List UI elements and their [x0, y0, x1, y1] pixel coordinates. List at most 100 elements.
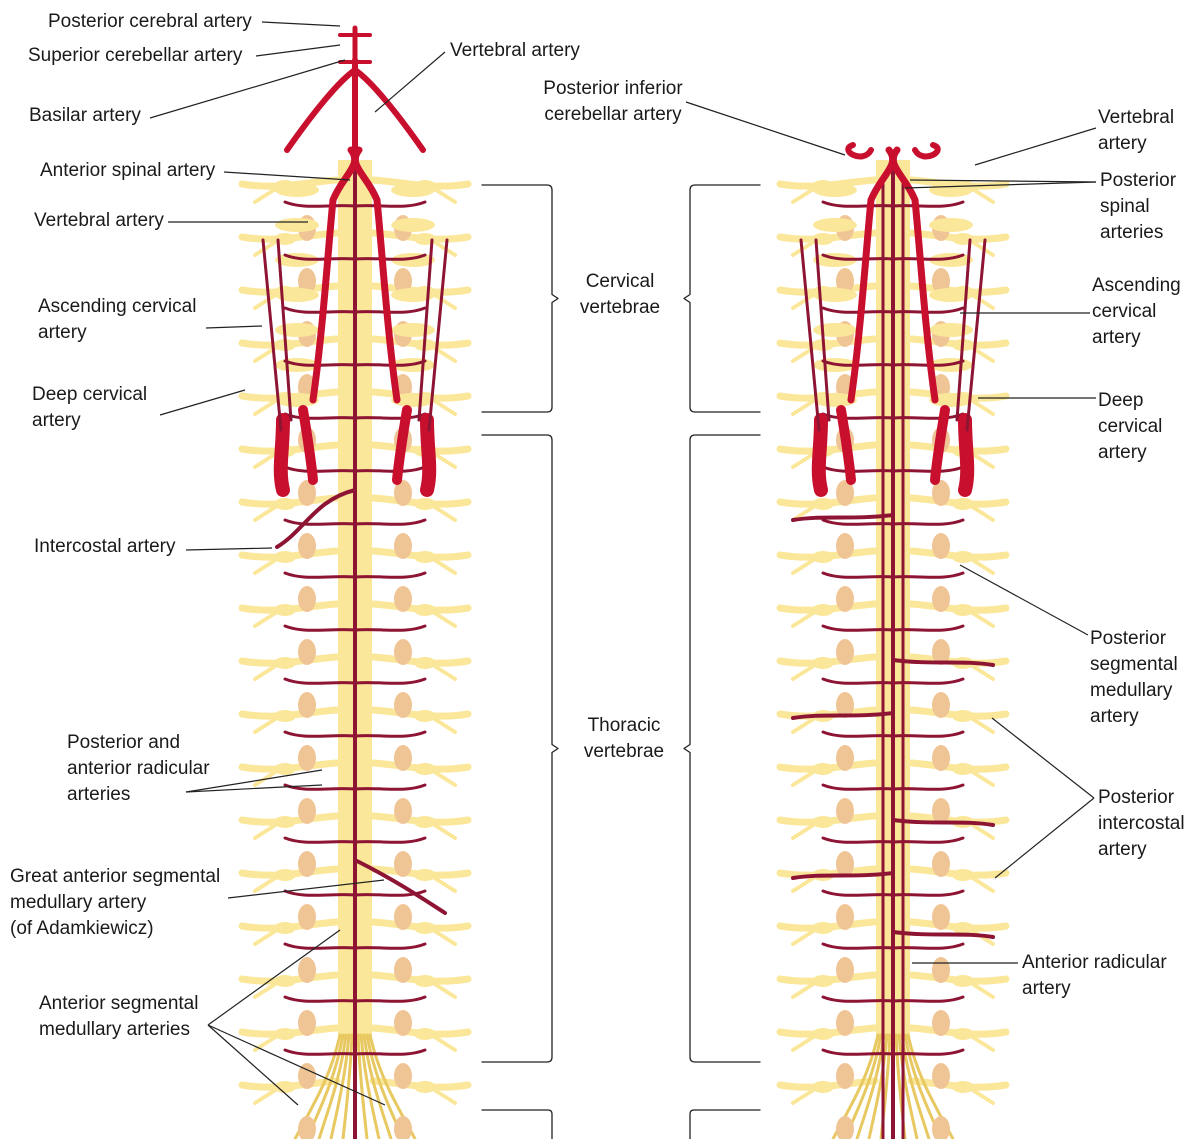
- leader-deep-cervical-artery-left: [160, 390, 245, 415]
- ganglion: [812, 551, 834, 563]
- vertebral-body: [836, 1010, 854, 1036]
- label-anterior-radicular-line: Anterior radicular: [1022, 952, 1167, 973]
- vertebral-body: [394, 904, 412, 930]
- ganglion: [414, 975, 436, 987]
- vertebral-body: [932, 1116, 950, 1139]
- leader-intercostal-artery: [186, 548, 272, 550]
- label-great-anterior-segmental-line: medullary artery: [10, 892, 147, 913]
- vertebral-origin: [841, 410, 851, 480]
- vertebral-body: [836, 851, 854, 877]
- nerve-root-branch: [433, 1036, 455, 1050]
- nerve-root-branch: [971, 1089, 993, 1103]
- label-posterior-segmental-medullary-line: artery: [1090, 706, 1139, 727]
- vertebral-body: [932, 1063, 950, 1089]
- transverse-process: [929, 218, 973, 232]
- cervical-bracket-left: [482, 185, 558, 412]
- nerve-root-branch: [971, 294, 993, 308]
- label-posterior-inferior-cerebellar: Posterior inferior cerebellar artery: [543, 78, 683, 125]
- thoracic-bracket-right: [684, 435, 760, 1062]
- label-posterior-inferior-cerebellar-line: cerebellar artery: [544, 104, 682, 125]
- label-posterior-segmental-medullary-line: medullary: [1090, 680, 1173, 701]
- nerve-root-branch: [433, 294, 455, 308]
- ganglion: [414, 551, 436, 563]
- pica-stub: [915, 145, 938, 156]
- vertebral-body: [836, 639, 854, 665]
- label-deep-cervical-artery-left: Deep cervicalartery: [32, 384, 147, 431]
- transverse-process: [391, 218, 435, 232]
- ganglion: [812, 657, 834, 669]
- label-anterior-segmental-medullary-line: Anterior segmental: [39, 993, 198, 1014]
- ganglion: [952, 1081, 974, 1093]
- ganglion: [812, 922, 834, 934]
- nerve-root-branch: [255, 188, 277, 202]
- transverse-process: [391, 323, 435, 337]
- leader-posterior-intercostal: [995, 798, 1094, 878]
- vertebral-body: [836, 745, 854, 771]
- nerve-root-branch: [793, 1089, 815, 1103]
- ganglion: [414, 1081, 436, 1093]
- pica-stub: [848, 145, 871, 156]
- label-great-anterior-segmental-line: (of Adamkiewicz): [10, 918, 154, 939]
- vertebral-body: [932, 1010, 950, 1036]
- transverse-process: [929, 183, 973, 197]
- nerve-root-branch: [971, 877, 993, 891]
- label-posterior-inferior-cerebellar-line: Posterior inferior: [543, 78, 683, 99]
- leader-vertebral-artery-right: [975, 128, 1096, 165]
- ganglion: [414, 922, 436, 934]
- nerve-root-branch: [793, 612, 815, 626]
- ganglion: [812, 604, 834, 616]
- thoracic-bracket-left: [482, 435, 558, 1062]
- ganglion: [274, 657, 296, 669]
- label-vertebral-artery-top-line: Vertebral artery: [450, 40, 580, 61]
- ganglion: [274, 498, 296, 510]
- ganglion: [274, 922, 296, 934]
- vertebral-body: [298, 904, 316, 930]
- ganglion: [414, 763, 436, 775]
- vertebral-body: [298, 798, 316, 824]
- label-great-anterior-segmental-line: Great anterior segmental: [10, 866, 220, 887]
- nerve-root-branch: [433, 771, 455, 785]
- nerve-root-branch: [433, 506, 455, 520]
- ganglion: [414, 604, 436, 616]
- nerve-root-branch: [971, 506, 993, 520]
- label-deep-cervical-artery-left-line: Deep cervical: [32, 384, 147, 405]
- nerve-root-branch: [793, 1036, 815, 1050]
- nerve-root-branch: [971, 400, 993, 414]
- nerve-root-branch: [255, 559, 277, 573]
- vertebral-body: [836, 798, 854, 824]
- ganglion: [952, 498, 974, 510]
- label-basilar-artery: Basilar artery: [29, 105, 141, 126]
- vertebral-body: [932, 957, 950, 983]
- vertebral-body: [298, 851, 316, 877]
- label-vertebral-artery-left-line: Vertebral artery: [34, 210, 164, 231]
- label-posterior-intercostal-line: intercostal: [1098, 813, 1185, 834]
- nerve-root-branch: [433, 983, 455, 997]
- label-thoracic-vertebrae-line: vertebrae: [584, 741, 664, 762]
- label-posterior-segmental-medullary-line: Posterior: [1090, 628, 1167, 649]
- nerve-root-branch: [971, 453, 993, 467]
- label-anterior-spinal-artery: Anterior spinal artery: [40, 160, 216, 181]
- nerve-root-branch: [255, 983, 277, 997]
- vertebral-body: [394, 1010, 412, 1036]
- left-spine: [242, 28, 468, 1139]
- label-basilar-artery-line: Basilar artery: [29, 105, 141, 126]
- vertebral-body: [836, 586, 854, 612]
- vertebral-origin: [935, 410, 945, 480]
- nerve-root-branch: [255, 824, 277, 838]
- transverse-process: [813, 183, 857, 197]
- ganglion: [952, 763, 974, 775]
- nerve-root-branch: [793, 983, 815, 997]
- vertebral-confluence: [287, 70, 355, 150]
- ganglion: [952, 551, 974, 563]
- label-posterior-spinal-arteries-line: spinal: [1100, 196, 1150, 217]
- nerve-root-branch: [433, 612, 455, 626]
- label-vertebral-artery-left: Vertebral artery: [34, 210, 164, 231]
- ganglion: [812, 498, 834, 510]
- lumbar-bracket-right: [690, 1110, 760, 1139]
- vertebral-body: [932, 904, 950, 930]
